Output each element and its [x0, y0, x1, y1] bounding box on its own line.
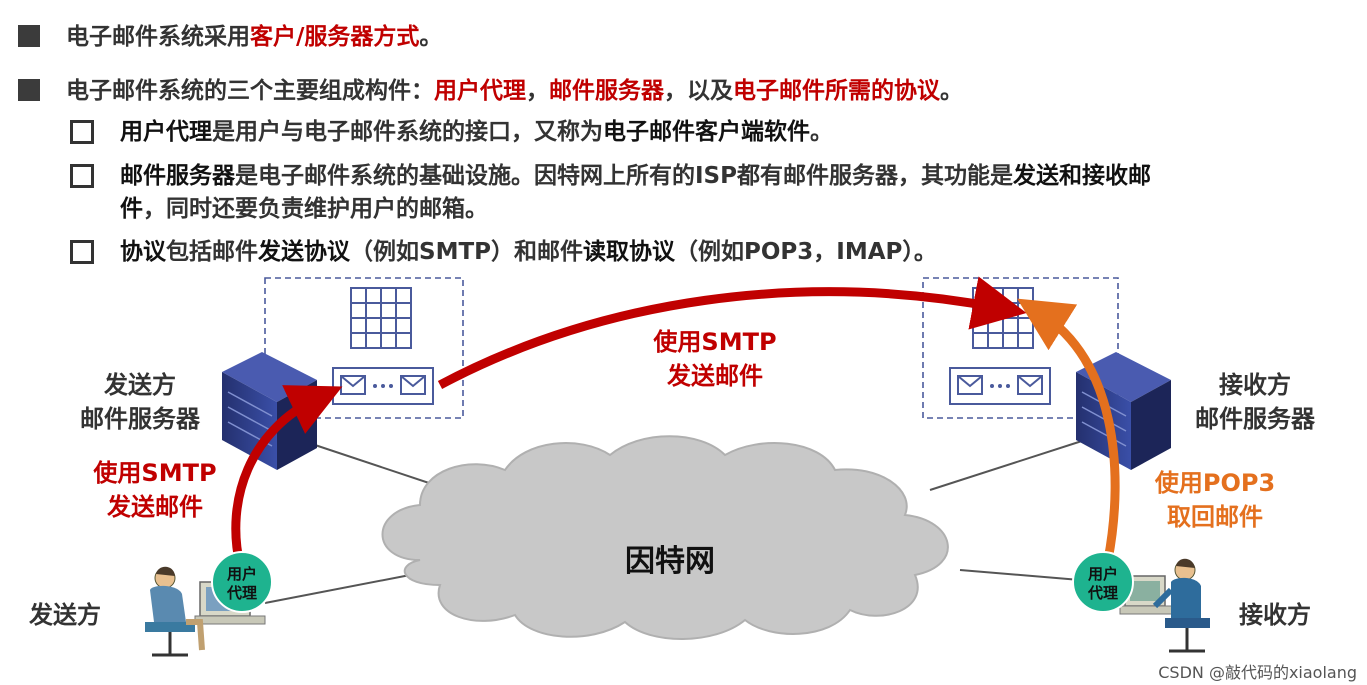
sub-mail-server: 邮件服务器是电子邮件系统的基础设施。因特网上所有的ISP都有邮件服务器，其功能是… [70, 160, 1360, 230]
receiver-person-icon [1119, 558, 1210, 653]
hollow-square-icon [70, 164, 94, 188]
bullet-client-server: 电子邮件系统采用客户/服务器方式。 [18, 22, 442, 52]
receiver-server-label: 接收方 邮件服务器 [1195, 371, 1315, 433]
receiver-mailbox-frame [922, 277, 1119, 419]
sender-user-agent-badge [211, 551, 273, 613]
sender-agent-line1: 用户 [227, 565, 257, 583]
smtp-agent-to-server-arrow [231, 385, 343, 567]
internet-label: 因特网 [625, 544, 715, 579]
bullet-three-components: 电子邮件系统的三个主要组成构件：用户代理，邮件服务器，以及电子邮件所需的协议。 [18, 76, 963, 106]
pop3-retrieve-arrow [1017, 298, 1120, 561]
mail-queue-icon [949, 367, 1051, 405]
sub-protocol: 协议包括邮件发送协议（例如SMTP）和邮件读取协议（例如POP3，IMAP）。 [70, 236, 1360, 270]
mail-queue-icon [332, 367, 434, 405]
sub-user-agent: 用户代理是用户与电子邮件系统的接口，又称为电子邮件客户端软件。 [70, 116, 1350, 150]
sender-server-label: 发送方 邮件服务器 [80, 371, 200, 433]
pop3-label: 使用POP3 取回邮件 [1154, 469, 1276, 531]
smtp-server-to-server-arrow [437, 276, 1027, 389]
sender-label: 发送方 [29, 601, 101, 629]
bullet-square-icon [18, 79, 40, 101]
receiver-agent-line2: 代理 [1087, 584, 1118, 602]
smtp-top-label: 使用SMTP 发送邮件 [653, 328, 777, 390]
smtp-left-label: 使用SMTP 发送邮件 [93, 459, 217, 521]
sender-server-link [299, 439, 451, 491]
receiver-pc-link [959, 569, 1081, 581]
sender-mailbox-frame [264, 277, 464, 419]
receiver-label: 接收方 [1239, 601, 1311, 629]
hollow-square-icon [70, 120, 94, 144]
grid-icon [350, 287, 412, 349]
footer-watermark: CSDN @敲代码的xiaolang [1158, 663, 1357, 682]
bullet-square-icon [18, 25, 40, 47]
sender-agent-line2: 代理 [226, 584, 257, 602]
hollow-square-icon [70, 240, 94, 264]
receiver-server-link [929, 439, 1086, 491]
grid-icon [972, 287, 1034, 349]
receiver-agent-line1: 用户 [1088, 565, 1118, 583]
receiver-user-agent-badge [1072, 551, 1134, 613]
internet-cloud-icon [381, 435, 949, 640]
sender-pc-link [264, 574, 411, 604]
